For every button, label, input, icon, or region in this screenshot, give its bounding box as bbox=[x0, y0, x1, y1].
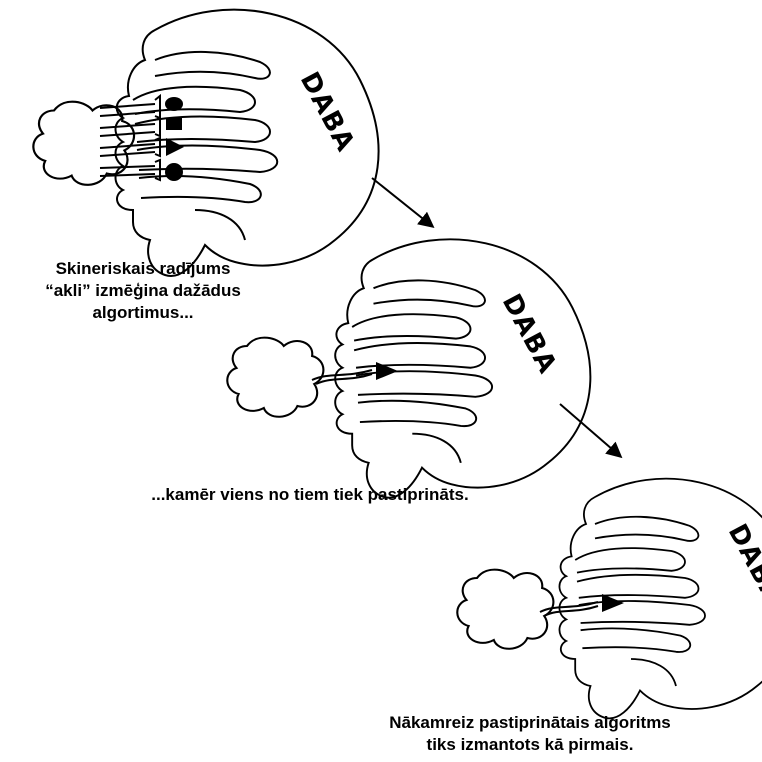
caption-1-line-3: algortimus... bbox=[8, 302, 278, 324]
nature-shape-3 bbox=[559, 479, 762, 719]
reused-tip bbox=[602, 594, 624, 612]
caption-2: ...kamēr viens no tiem tiek pastiprināts… bbox=[60, 484, 560, 506]
nature-label-3: DABA bbox=[722, 519, 762, 609]
caption-3-line-2: tiks izmantots kā pirmais. bbox=[340, 734, 720, 756]
transition-arrow-2 bbox=[560, 404, 620, 456]
nature-label-1: DABA bbox=[294, 67, 361, 157]
panel-1: DABA bbox=[33, 10, 378, 276]
panel-2: DABA bbox=[227, 239, 590, 497]
panel-3: DABA bbox=[457, 479, 762, 719]
trial-algorithms bbox=[100, 96, 160, 180]
caption-1: Skineriskais radījums “akli” izmēģina da… bbox=[8, 258, 278, 324]
caption-2-line-1: ...kamēr viens no tiem tiek pastiprināts… bbox=[60, 484, 560, 506]
nature-label-2: DABA bbox=[496, 289, 563, 379]
caption-1-line-1: Skineriskais radījums bbox=[8, 258, 278, 280]
caption-3-line-1: Nākamreiz pastiprinātais algoritms bbox=[340, 712, 720, 734]
caption-1-line-2: “akli” izmēģina dažādus bbox=[8, 280, 278, 302]
creature-body-3 bbox=[457, 570, 553, 649]
caption-3: Nākamreiz pastiprinātais algoritms tiks … bbox=[340, 712, 720, 756]
creature-body-2 bbox=[227, 338, 323, 417]
transition-arrow-1 bbox=[372, 178, 432, 226]
